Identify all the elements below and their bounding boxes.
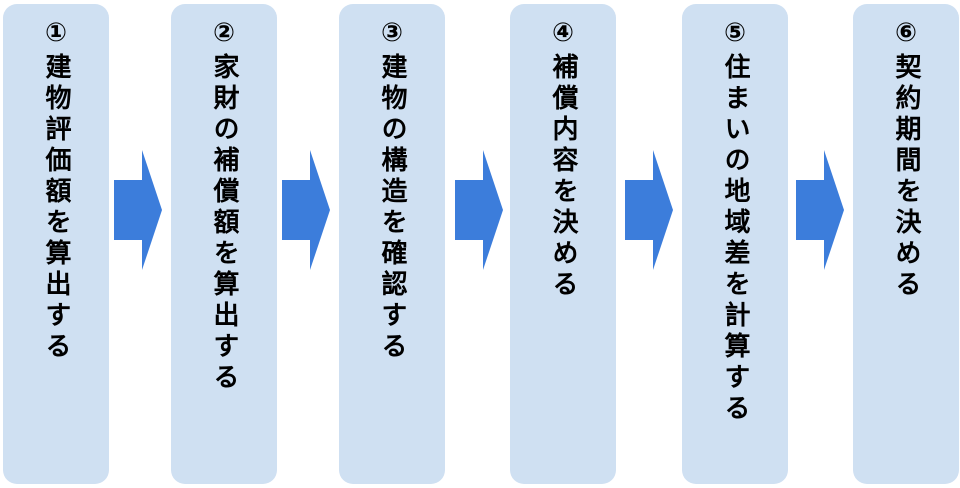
step-1-box: ①建物評価額を算出する [3,4,109,484]
step-1-label: ①建物評価額を算出する [41,18,71,363]
arrow-right-icon [625,150,673,270]
step-3-label: ③建物の構造を確認する [377,18,407,363]
arrow-right-icon [455,150,503,270]
arrow-right-icon [796,150,844,270]
step-6-box: ⑥契約期間を決める [853,4,959,484]
step-5-label: ⑤住まいの地域差を計算する [720,18,750,425]
arrow-right-icon-shape [796,150,844,270]
arrow-right-icon [282,150,330,270]
step-5-box: ⑤住まいの地域差を計算する [682,4,788,484]
arrow-right-icon-shape [114,150,162,270]
arrow-right-icon-shape [455,150,503,270]
step-2-label: ②家財の補償額を算出する [209,18,239,394]
arrow-right-icon-shape [625,150,673,270]
step-2-box: ②家財の補償額を算出する [171,4,277,484]
arrow-right-icon-shape [282,150,330,270]
step-4-box: ④補償内容を決める [510,4,616,484]
arrow-right-icon [114,150,162,270]
step-6-label: ⑥契約期間を決める [891,18,921,301]
step-3-box: ③建物の構造を確認する [339,4,445,484]
step-4-label: ④補償内容を決める [548,18,578,301]
